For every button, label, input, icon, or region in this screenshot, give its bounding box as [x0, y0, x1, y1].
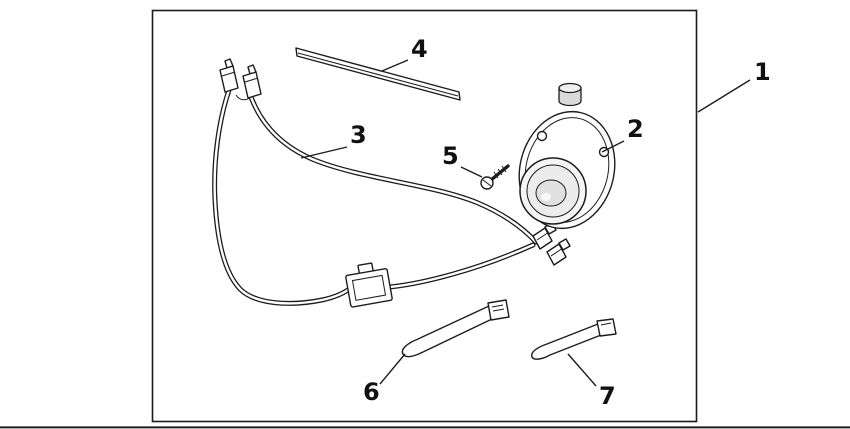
harness-connector-plug	[345, 262, 393, 308]
spade-terminal-top-left-1	[219, 58, 239, 93]
spade-terminal-top-left-2	[242, 64, 262, 99]
callout-wire-harness: 3	[300, 121, 367, 159]
callout-number-5: 5	[442, 142, 459, 170]
callout-number-2: 2	[627, 115, 644, 143]
part-screw	[480, 164, 510, 190]
speaker-cap	[558, 82, 582, 107]
spade-terminal-right-2	[546, 238, 571, 266]
part-trim-strip	[295, 47, 461, 101]
part-wire-harness	[212, 58, 571, 308]
part-cable-tie-large	[401, 299, 510, 358]
callout-number-4: 4	[411, 35, 428, 63]
callout-number-7: 7	[599, 382, 616, 410]
callout-kit: 1	[697, 58, 771, 113]
callout-number-1: 1	[754, 58, 771, 86]
callout-trim-strip: 4	[381, 35, 428, 72]
speaker-mount-hole	[536, 130, 548, 142]
callout-number-6: 6	[363, 378, 380, 406]
callout-cable-tie-large: 6	[363, 353, 406, 406]
callout-speaker: 2	[601, 115, 644, 153]
callout-number-3: 3	[350, 121, 367, 149]
callout-cable-tie-small: 7	[567, 353, 616, 410]
part-speaker	[518, 82, 616, 230]
callout-screw: 5	[442, 142, 483, 178]
part-cable-tie-small	[531, 318, 617, 360]
